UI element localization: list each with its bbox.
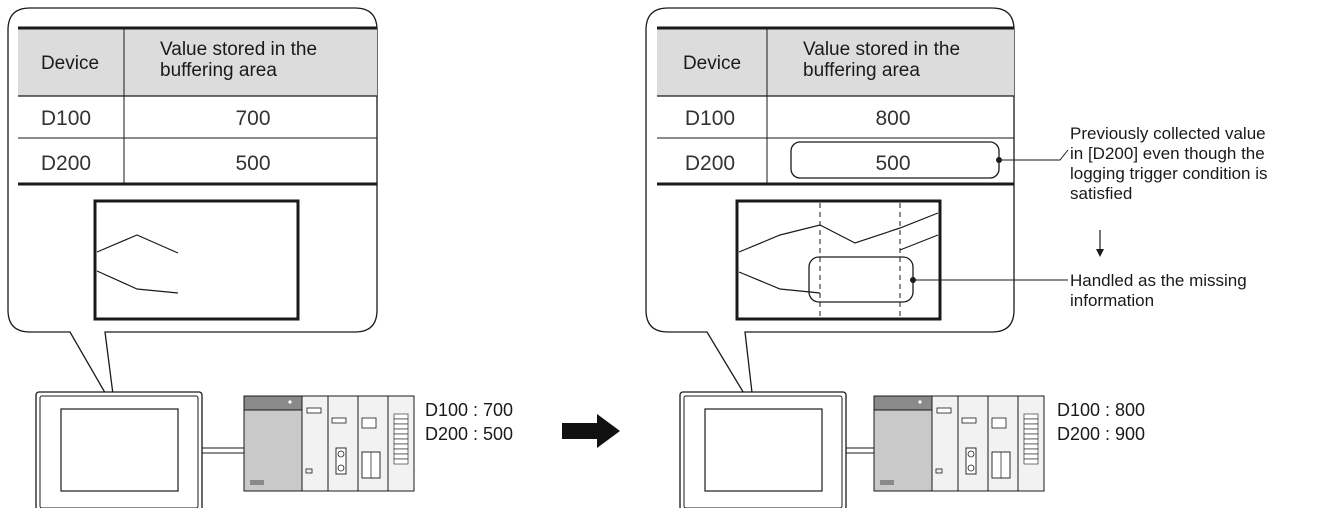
plc-io-a-connector [335, 447, 347, 475]
before-col-value-l2: buffering area [160, 60, 277, 81]
plc-terminal-slot [1023, 413, 1039, 420]
plc-terminal-slot [1023, 428, 1039, 435]
plc-logo [250, 480, 264, 485]
before-cable [202, 447, 244, 454]
plc-io-a-connector [965, 447, 977, 475]
before-row1-device: D100 [41, 107, 91, 130]
after-row2-value: 500 [875, 152, 910, 175]
plc-io-module-a [327, 395, 359, 492]
after-series-2-segment-b [899, 234, 939, 251]
plc-power-led [288, 400, 292, 404]
plc-terminal-slot [1023, 418, 1039, 425]
after-row1-device: D100 [685, 107, 735, 130]
before-series-1 [96, 234, 179, 254]
before-table-header-bg [18, 28, 377, 96]
right-arrow-icon [562, 414, 620, 448]
note-previous-l4: satisfied [1070, 184, 1132, 203]
plc-terminal-slot [393, 453, 409, 460]
after-got-screen [704, 408, 823, 492]
before-col-value-l1: Value stored in the [160, 39, 317, 60]
plc-logo [880, 480, 894, 485]
plc-io-a-jack-1 [967, 450, 975, 458]
note-previous-l3: logging trigger condition is [1070, 164, 1268, 183]
annotation-missing: Handled as the missing information [910, 271, 1247, 310]
plc-terminal-slot [393, 433, 409, 440]
plc-terminal-strip [1023, 413, 1039, 465]
after-row2-device: D200 [685, 152, 735, 175]
plc-terminal-strip [393, 413, 409, 465]
after-trend-graph [735, 199, 942, 321]
before-row1-value: 700 [235, 107, 270, 130]
plc-terminal-slot [1023, 443, 1039, 450]
plc-power-led [918, 400, 922, 404]
plc-cpu-leds [306, 407, 322, 414]
after-col-value-l2: buffering area [803, 60, 920, 81]
plc-terminal-slot [393, 448, 409, 455]
plc-usb-port [305, 468, 313, 474]
after-col-device: Device [683, 53, 741, 74]
plc-io-module-a [957, 395, 989, 492]
before-callout: Device Value stored in the buffering are… [7, 7, 378, 411]
after-series-2-segment-a [738, 271, 821, 294]
plc-power-module [873, 395, 933, 492]
annotation-previous-value: Previously collected value in [D200] eve… [996, 124, 1268, 203]
after-readout-d200: D200 : 900 [1057, 424, 1145, 444]
before-got-terminal [35, 391, 203, 508]
plc-io-a-jack-2 [337, 464, 345, 472]
plc-terminal-slot [393, 413, 409, 420]
plc-terminal-slot [393, 443, 409, 450]
after-plc-readout: D100 : 800 D200 : 900 [1057, 400, 1145, 444]
before-table: Device Value stored in the buffering are… [18, 26, 377, 186]
plc-io-a-jack-2 [967, 464, 975, 472]
before-row2-device: D200 [41, 152, 91, 175]
plc-terminal-slot [1023, 458, 1039, 465]
leader-line-1 [999, 149, 1069, 161]
after-cable [846, 447, 874, 454]
after-table: Device Value stored in the buffering are… [657, 26, 1014, 186]
before-readout-d200: D200 : 500 [425, 424, 513, 444]
plc-io-a-leds [331, 417, 347, 424]
after-series-1 [738, 212, 939, 253]
after-callout: Device Value stored in the buffering are… [645, 7, 1015, 411]
after-col-value-l1: Value stored in the [803, 39, 960, 60]
after-row1-value: 800 [875, 107, 910, 130]
after-readout-d100: D100 : 800 [1057, 400, 1145, 420]
plc-power-top [243, 395, 303, 411]
plc-io-b-leds [991, 417, 1007, 429]
before-got-screen [60, 408, 179, 492]
note-missing-l2: information [1070, 291, 1154, 310]
note-previous-l1: Previously collected value [1070, 124, 1266, 143]
plc-terminal-slot [393, 438, 409, 445]
after-got-terminal [679, 391, 847, 508]
plc-io-a-jack-1 [337, 450, 345, 458]
plc-terminal-slot [1023, 433, 1039, 440]
plc-terminal-slot [1023, 423, 1039, 430]
plc-usb-port [935, 468, 943, 474]
down-arrow-icon [1096, 230, 1104, 257]
before-plc-unit [243, 395, 415, 492]
plc-terminal-slot [393, 458, 409, 465]
plc-terminal-slot [1023, 438, 1039, 445]
plc-terminal-slot [393, 423, 409, 430]
plc-power-top [873, 395, 933, 411]
plc-terminal-slot [393, 418, 409, 425]
before-series-2 [96, 270, 179, 294]
plc-cpu-leds [936, 407, 952, 414]
plc-terminal-slot [1023, 448, 1039, 455]
note-missing-l1: Handled as the missing [1070, 271, 1247, 290]
before-row2-value: 500 [235, 152, 270, 175]
plc-terminal-slot [1023, 453, 1039, 460]
after-plc-unit [873, 395, 1045, 492]
plc-terminal-slot [393, 428, 409, 435]
before-plc-readout: D100 : 700 D200 : 500 [425, 400, 513, 444]
plc-io-a-leds [961, 417, 977, 424]
note-previous-l2: in [D200] even though the [1070, 144, 1265, 163]
plc-terminal-module [1017, 395, 1045, 492]
before-readout-d100: D100 : 700 [425, 400, 513, 420]
before-trend-graph [93, 199, 300, 321]
plc-io-b-leds [361, 417, 377, 429]
before-col-device: Device [41, 53, 99, 74]
